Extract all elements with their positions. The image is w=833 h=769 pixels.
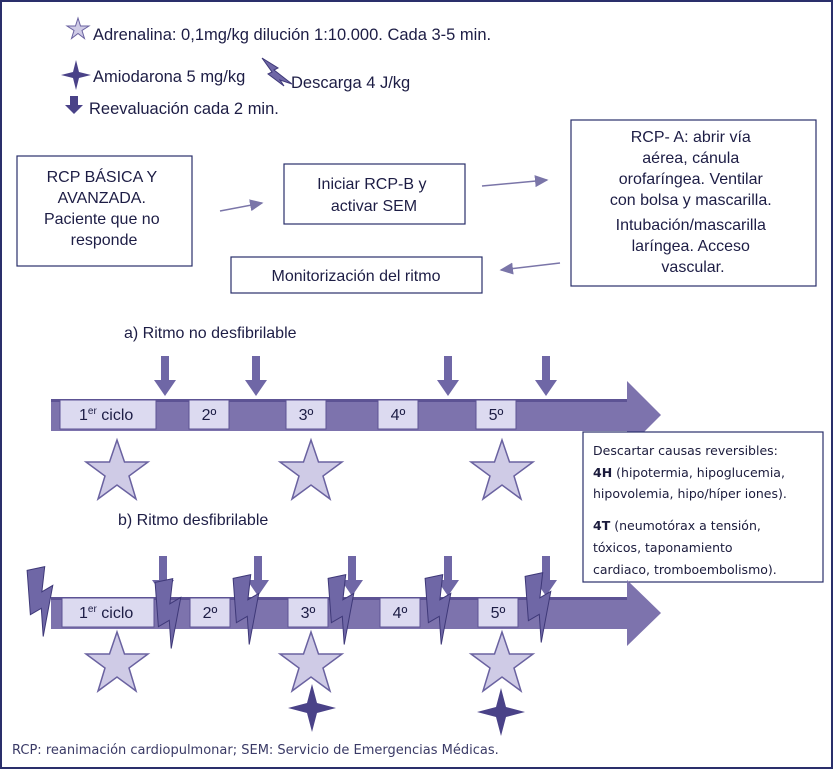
legend-descarga: Descarga 4 J/kg xyxy=(291,74,410,92)
flow-box-1-line-2: AVANZADA. xyxy=(58,190,146,207)
section-a-title: a) Ritmo no desfibrilable xyxy=(124,325,297,342)
cycle-2-label-a: 2º xyxy=(202,407,217,424)
svg-text:Iniciar RCP-B y activar: Iniciar RCP-B y activar SEM xyxy=(317,176,431,215)
footnote: RCP: reanimación cardiopulmonar; SEM: Se… xyxy=(12,743,499,758)
flow-box-3-line-7: vascular. xyxy=(661,259,724,276)
cycle-box-3 xyxy=(285,399,327,430)
legend-down-arrow-icon xyxy=(65,96,83,114)
flow-box-1-line-3: Paciente que no xyxy=(44,211,160,228)
cycle-1-label-b: 1er ciclo xyxy=(79,604,133,622)
cycle-box-1 xyxy=(59,399,157,430)
flow-box-2-line-1: Iniciar RCP-B y xyxy=(317,176,426,193)
flow-box-3: RCP- A: abrir vía aérea, cánula orofarín… xyxy=(570,119,817,287)
legend-reevaluacion: Reevaluación cada 2 min. xyxy=(89,100,279,118)
legend-adrenalina: Adrenalina: 0,1mg/kg dilución 1:10.000. … xyxy=(93,26,491,44)
legend-bolt-icon xyxy=(261,57,293,87)
flow-box-1: RCP BÁSICA Y AVANZADA. Paciente que no r… xyxy=(16,155,193,267)
flow-box-3-line-6: laríngea. Acceso xyxy=(632,238,750,255)
cycle-box-1 xyxy=(61,597,155,628)
note-4t-line-3: cardiaco, tromboembolismo). xyxy=(593,562,777,577)
timeline-b-band xyxy=(51,580,661,646)
section-b-title: b) Ritmo desfibrilable xyxy=(118,512,268,529)
legend-sparkle-icon xyxy=(61,60,91,90)
cycle-2-label-b: 2º xyxy=(203,605,218,622)
legend-star-icon xyxy=(65,16,91,40)
reversible-causes-note: Descartar causas reversibles: 4H (hipote… xyxy=(582,431,824,583)
cycle-5-label-a: 5º xyxy=(489,407,504,424)
cycle-1-label-a: 1er ciclo xyxy=(79,406,133,424)
note-4h: 4H (hipotermia, hipoglucemia, xyxy=(593,465,785,480)
legend-amiodarona: Amiodarona 5 mg/kg xyxy=(93,68,245,86)
cycle-box-2 xyxy=(189,597,231,628)
timeline-a-band xyxy=(51,381,661,449)
note-4t: 4T (neumotórax a tensión, xyxy=(593,518,761,533)
flow-box-2-line-2: activar SEM xyxy=(331,198,417,215)
flow-box-3-line-3: orofaríngea. Ventilar xyxy=(619,171,764,188)
note-4t-line-2: tóxicos, taponamiento xyxy=(593,540,733,555)
flow-box-2: Iniciar RCP-B y activar SEM xyxy=(283,163,466,225)
flow-box-3-line-5: Intubación/mascarilla xyxy=(616,217,766,234)
cycle-box-5 xyxy=(475,399,517,430)
legend: Adrenalina: 0,1mg/kg dilución 1:10.000. … xyxy=(61,16,491,118)
flow-arrow-2 xyxy=(481,175,549,188)
svg-text:RCP BÁSICA Y AVANZADA.: RCP BÁSICA Y AVANZADA. Paciente que no r… xyxy=(44,167,164,249)
flow-box-1-line-4: responde xyxy=(71,232,138,249)
cycle-box-2 xyxy=(188,399,230,430)
timeline-a: 1er ciclo 2º 3º 4º 5º xyxy=(51,356,661,500)
flow-arrow-1 xyxy=(219,199,264,212)
cycle-box-4 xyxy=(377,399,419,430)
cycle-5-label-b: 5º xyxy=(491,605,506,622)
svg-text:RCP- A: abrir vía aérea,: RCP- A: abrir vía aérea, cánula orofarín… xyxy=(610,129,776,276)
cycle-4-label-a: 4º xyxy=(391,407,406,424)
cycle-box-3 xyxy=(287,597,329,628)
cycle-box-4 xyxy=(379,597,421,628)
timeline-b: 1er ciclo 2º 3º 4º 5º xyxy=(20,556,661,736)
cycle-3-label-b: 3º xyxy=(301,605,316,622)
flow-box-3-line-4: con bolsa y mascarilla. xyxy=(610,192,772,209)
cycle-box-5 xyxy=(477,597,519,628)
note-4h-line-2: hipovolemia, hipo/híper iones). xyxy=(593,486,787,501)
cycle-3-label-a: 3º xyxy=(299,407,314,424)
flow-arrow-3 xyxy=(499,262,561,275)
cycle-4-label-b: 4º xyxy=(393,605,408,622)
flow-box-3-line-1: RCP- A: abrir vía xyxy=(631,129,751,146)
flow-box-4-label: Monitorización del ritmo xyxy=(272,268,441,285)
flow-box-3-line-2: aérea, cánula xyxy=(642,150,739,167)
flow-box-1-line-1: RCP BÁSICA Y xyxy=(47,167,158,186)
flow-box-4: Monitorización del ritmo xyxy=(230,256,483,294)
note-intro: Descartar causas reversibles: xyxy=(593,443,778,458)
